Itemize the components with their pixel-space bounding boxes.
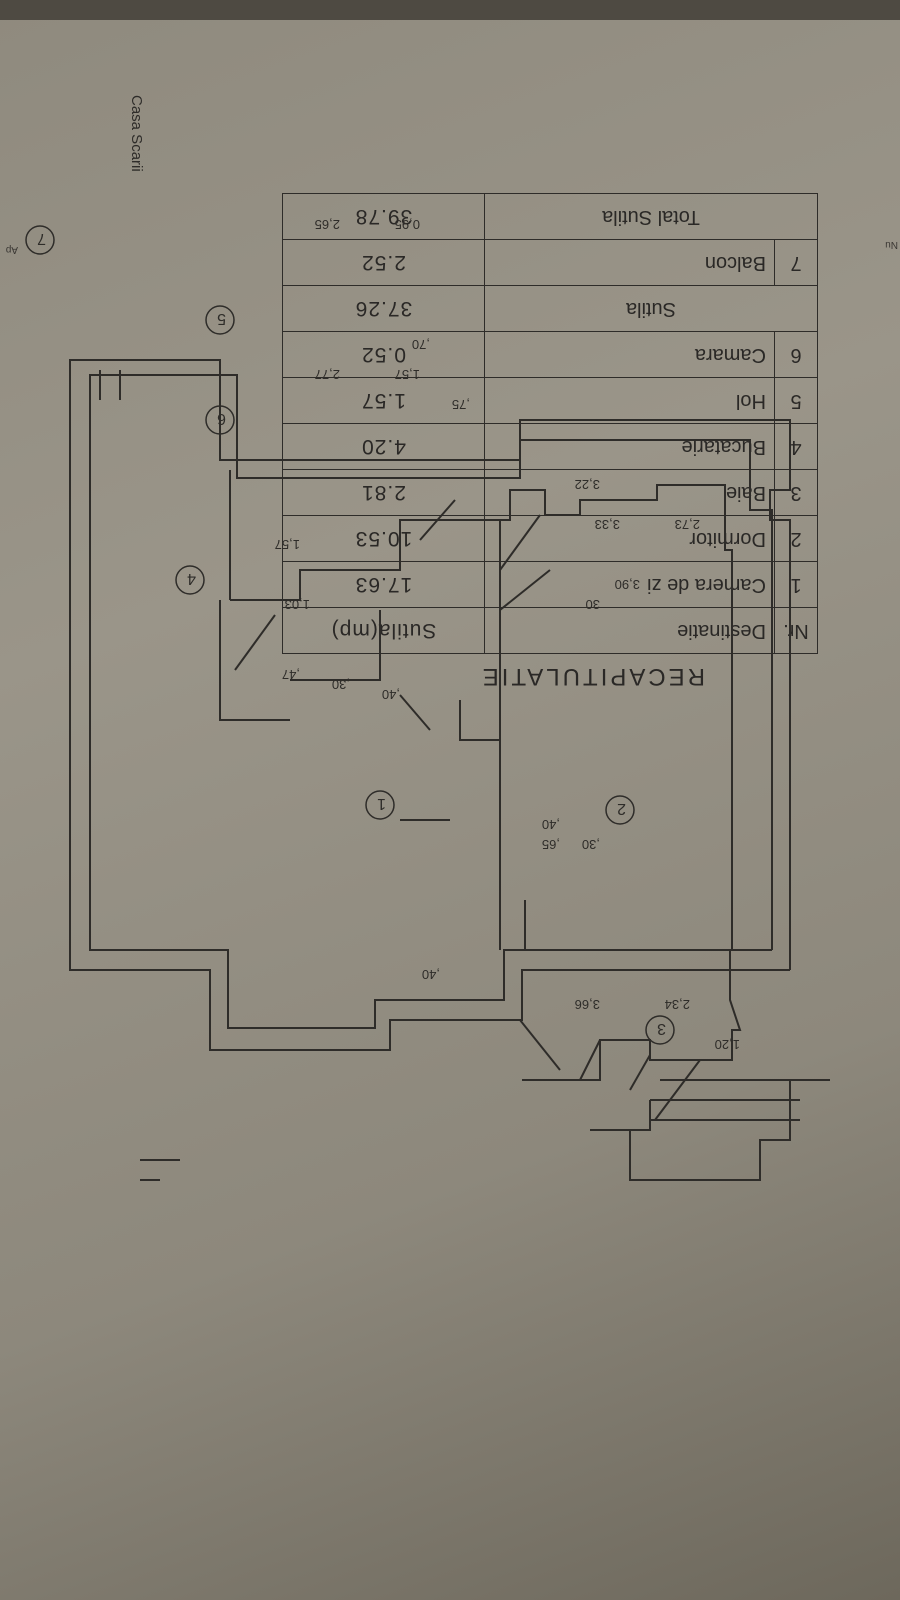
dimension-label: ,47 xyxy=(282,667,300,682)
dimension-label: 2,73 xyxy=(675,517,700,532)
stair-label: Casa Scarii xyxy=(128,95,145,172)
dimension-label: 3,22 xyxy=(575,477,600,492)
svg-text:6: 6 xyxy=(217,410,226,427)
dimension-label: ,65 xyxy=(542,837,560,852)
svg-text:1: 1 xyxy=(377,795,386,812)
svg-text:3: 3 xyxy=(657,1020,666,1037)
dimension-label: 3,66 xyxy=(575,997,600,1012)
room-number: 5 xyxy=(205,305,235,335)
dimension-label: 2,65 xyxy=(315,217,340,232)
dimension-label: 3,33 xyxy=(595,517,620,532)
dimension-label: 1,20 xyxy=(715,1037,740,1052)
svg-text:7: 7 xyxy=(37,230,46,247)
dimension-label: 30 xyxy=(586,597,600,612)
dimension-label: 1,03 xyxy=(285,597,310,612)
dimension-label: 3,90 xyxy=(615,577,640,592)
dimension-label: ,75 xyxy=(452,397,470,412)
dimension-label: ,30 xyxy=(582,837,600,852)
plan-walls xyxy=(69,359,830,1181)
room-number: 1 xyxy=(365,790,395,820)
dimension-label: 0,95 xyxy=(395,217,420,232)
dimension-label: ,40 xyxy=(422,967,440,982)
room-number: 4 xyxy=(175,565,205,595)
dimension-label: 2,34 xyxy=(665,997,690,1012)
dimension-label: 2,77 xyxy=(315,367,340,382)
room-number: 2 xyxy=(605,795,635,825)
dimension-label: ,70 xyxy=(412,337,430,352)
dimension-label: 1,57 xyxy=(395,367,420,382)
svg-text:5: 5 xyxy=(217,310,226,327)
room-numbers: 1 2 3 4 5 xyxy=(25,225,675,1045)
paper-edge xyxy=(0,0,900,20)
plan-dimensions: 3,66 2,34 1,20 3,22 3,90 3,33 2,73 2,77 … xyxy=(275,217,740,1052)
svg-text:4: 4 xyxy=(187,570,196,587)
room-number: 7 xyxy=(25,225,55,255)
room-number: 3 xyxy=(645,1015,675,1045)
dimension-label: ,40 xyxy=(542,817,560,832)
room-number: 6 xyxy=(205,405,235,435)
svg-text:2: 2 xyxy=(617,800,626,817)
dimension-label: ,40 xyxy=(382,687,400,702)
dimension-label: ,30 xyxy=(332,677,350,692)
dimension-label: 1,57 xyxy=(275,537,300,552)
